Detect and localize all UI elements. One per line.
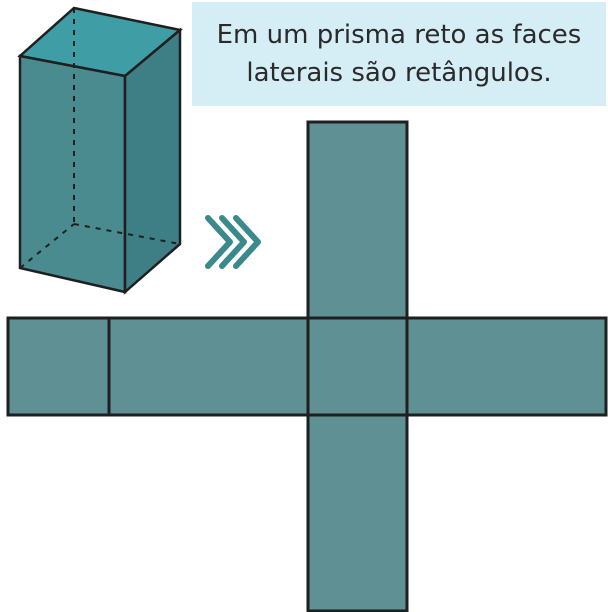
prism-hidden-edge-back (73, 223, 181, 245)
prism-side-face (123, 27, 182, 295)
net-face-top (306, 120, 409, 320)
net-face-center (306, 316, 409, 417)
prism-3d (17, 6, 183, 295)
net-face-right-lateral (405, 316, 608, 417)
triple-chevron-right-icon (205, 215, 261, 269)
net-face-bottom (306, 413, 409, 612)
prism-front-face (18, 54, 127, 294)
net-face-left-lateral (107, 316, 310, 417)
net-face-left-end (6, 316, 111, 417)
prism-net (6, 120, 608, 612)
prism-hidden-edge-left (19, 223, 75, 269)
caption-box: Em um prisma reto as faces laterais são … (192, 2, 606, 106)
caption-text: Em um prisma reto as faces laterais são … (216, 20, 582, 88)
